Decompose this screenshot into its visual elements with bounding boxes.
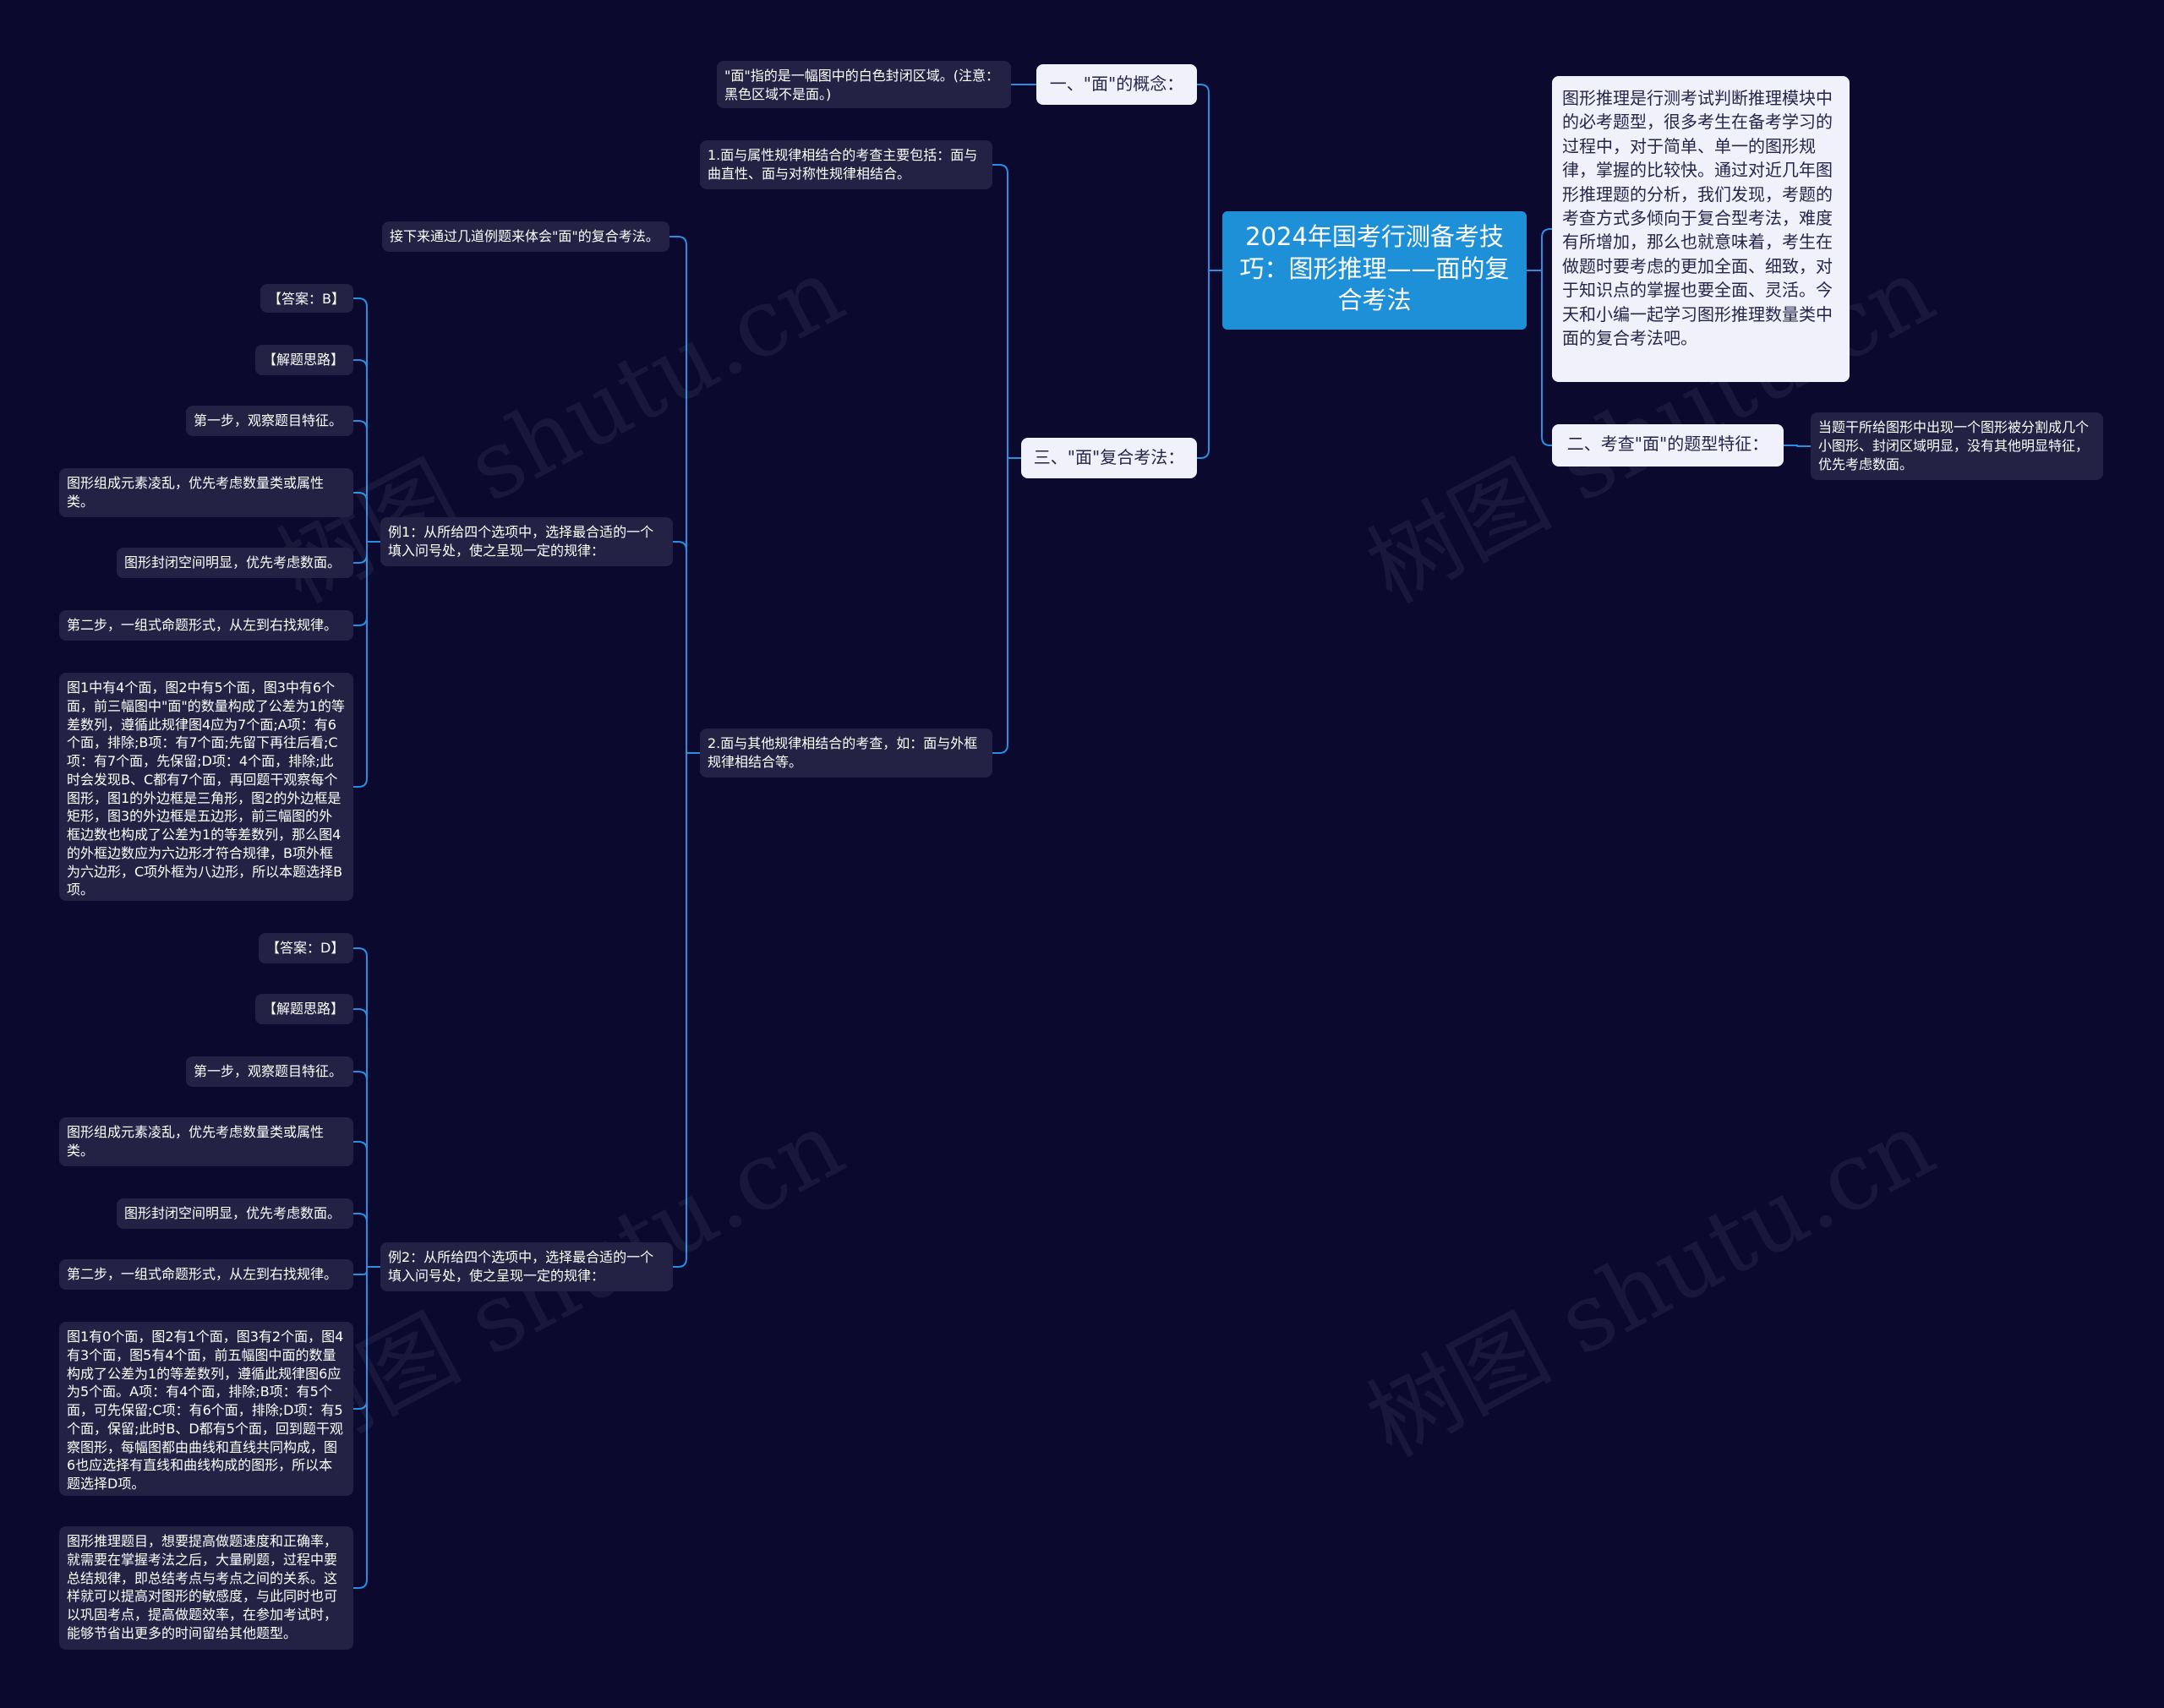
connector-line [353,359,380,543]
branch-1-detail[interactable]: "面"指的是一幅图中的白色封闭区域。(注意：黑色区域不是面。) [717,61,1011,108]
b3-item-2[interactable]: 2.面与其他规律相结合的考查，如：面与外框规律相结合等。 [700,728,992,778]
connector-line [353,541,380,788]
b3-item-1[interactable]: 1.面与属性规律相结合的考查主要包括：面与曲直性、面与对称性规律相结合。 [700,140,992,189]
connector-line [1527,270,1552,446]
connector-line [353,420,380,543]
example-1-answer[interactable]: 【答案：B】 [260,284,353,313]
connector-line [992,457,1021,754]
connector-line [353,1008,380,1268]
connector-line [1197,270,1222,459]
connector-line [1197,84,1222,271]
example-1-observation-1[interactable]: 图形组成元素凌乱，优先考虑数量类或属性类。 [59,468,353,517]
example-2-analysis[interactable]: 图1有0个面，图2有1个面，图3有2个面，图4有3个面，图5有4个面，前五幅图中… [59,1322,353,1496]
connector-line [353,492,380,543]
branch-2-detail[interactable]: 当题干所给图形中出现一个图形被分割成几个小图形、封闭区域明显，没有其他明显特征，… [1811,412,2103,480]
example-2-summary[interactable]: 图形推理题目，想要提高做题速度和正确率，就需要在掌握考法之后，大量刷题，过程中要… [59,1526,353,1650]
intro-node[interactable]: 图形推理是行测考试判断推理模块中的必考题型，很多考生在备考学习的过程中，对于简单… [1552,76,1850,382]
example-1-title[interactable]: 例1：从所给四个选项中，选择最合适的一个填入问号处，使之呈现一定的规律： [380,517,673,566]
connector-line [353,297,380,543]
example-1-step-2[interactable]: 第二步，一组式命题形式，从左到右找规律。 [59,610,353,641]
connector-line [353,1266,380,1589]
branch-2-question-features[interactable]: 二、考查"面"的题型特征： [1552,424,1784,467]
connector-line [353,1213,380,1268]
connector-line [353,1141,380,1268]
example-2-title[interactable]: 例2：从所给四个选项中，选择最合适的一个填入问号处，使之呈现一定的规律： [380,1242,673,1291]
example-1-step-1[interactable]: 第一步，观察题目特征。 [186,406,353,436]
connector-line [669,236,700,754]
connector-line [353,947,380,1268]
connector-line [992,164,1021,459]
example-2-step-1[interactable]: 第一步，观察题目特征。 [186,1056,353,1087]
example-1-analysis[interactable]: 图1中有4个面，图2中有5个面，图3中有6个面，前三幅图中"面"的数量构成了公差… [59,673,353,901]
connector-line [673,541,700,754]
example-2-answer[interactable]: 【答案：D】 [259,933,353,963]
example-2-observation-1[interactable]: 图形组成元素凌乱，优先考虑数量类或属性类。 [59,1117,353,1166]
connector-line [673,752,700,1268]
root-topic[interactable]: 2024年国考行测备考技巧：图形推理——面的复合考法 [1222,211,1527,330]
connector-line [1784,445,1811,447]
example-1-thinking[interactable]: 【解题思路】 [255,345,353,375]
branch-1-face-concept[interactable]: 一、"面"的概念： [1036,64,1197,105]
example-2-step-2[interactable]: 第二步，一组式命题形式，从左到右找规律。 [59,1259,353,1290]
branch-3-composite-methods[interactable]: 三、"面"复合考法： [1021,438,1197,478]
connector-line [1527,228,1552,271]
intro-examples[interactable]: 接下来通过几道例题来体会"面"的复合考法。 [382,221,669,252]
connector-line [353,1071,380,1268]
example-2-observation-2[interactable]: 图形封闭空间明显，优先考虑数面。 [117,1198,353,1229]
example-2-thinking[interactable]: 【解题思路】 [255,994,353,1024]
example-1-observation-2[interactable]: 图形封闭空间明显，优先考虑数面。 [117,548,353,578]
